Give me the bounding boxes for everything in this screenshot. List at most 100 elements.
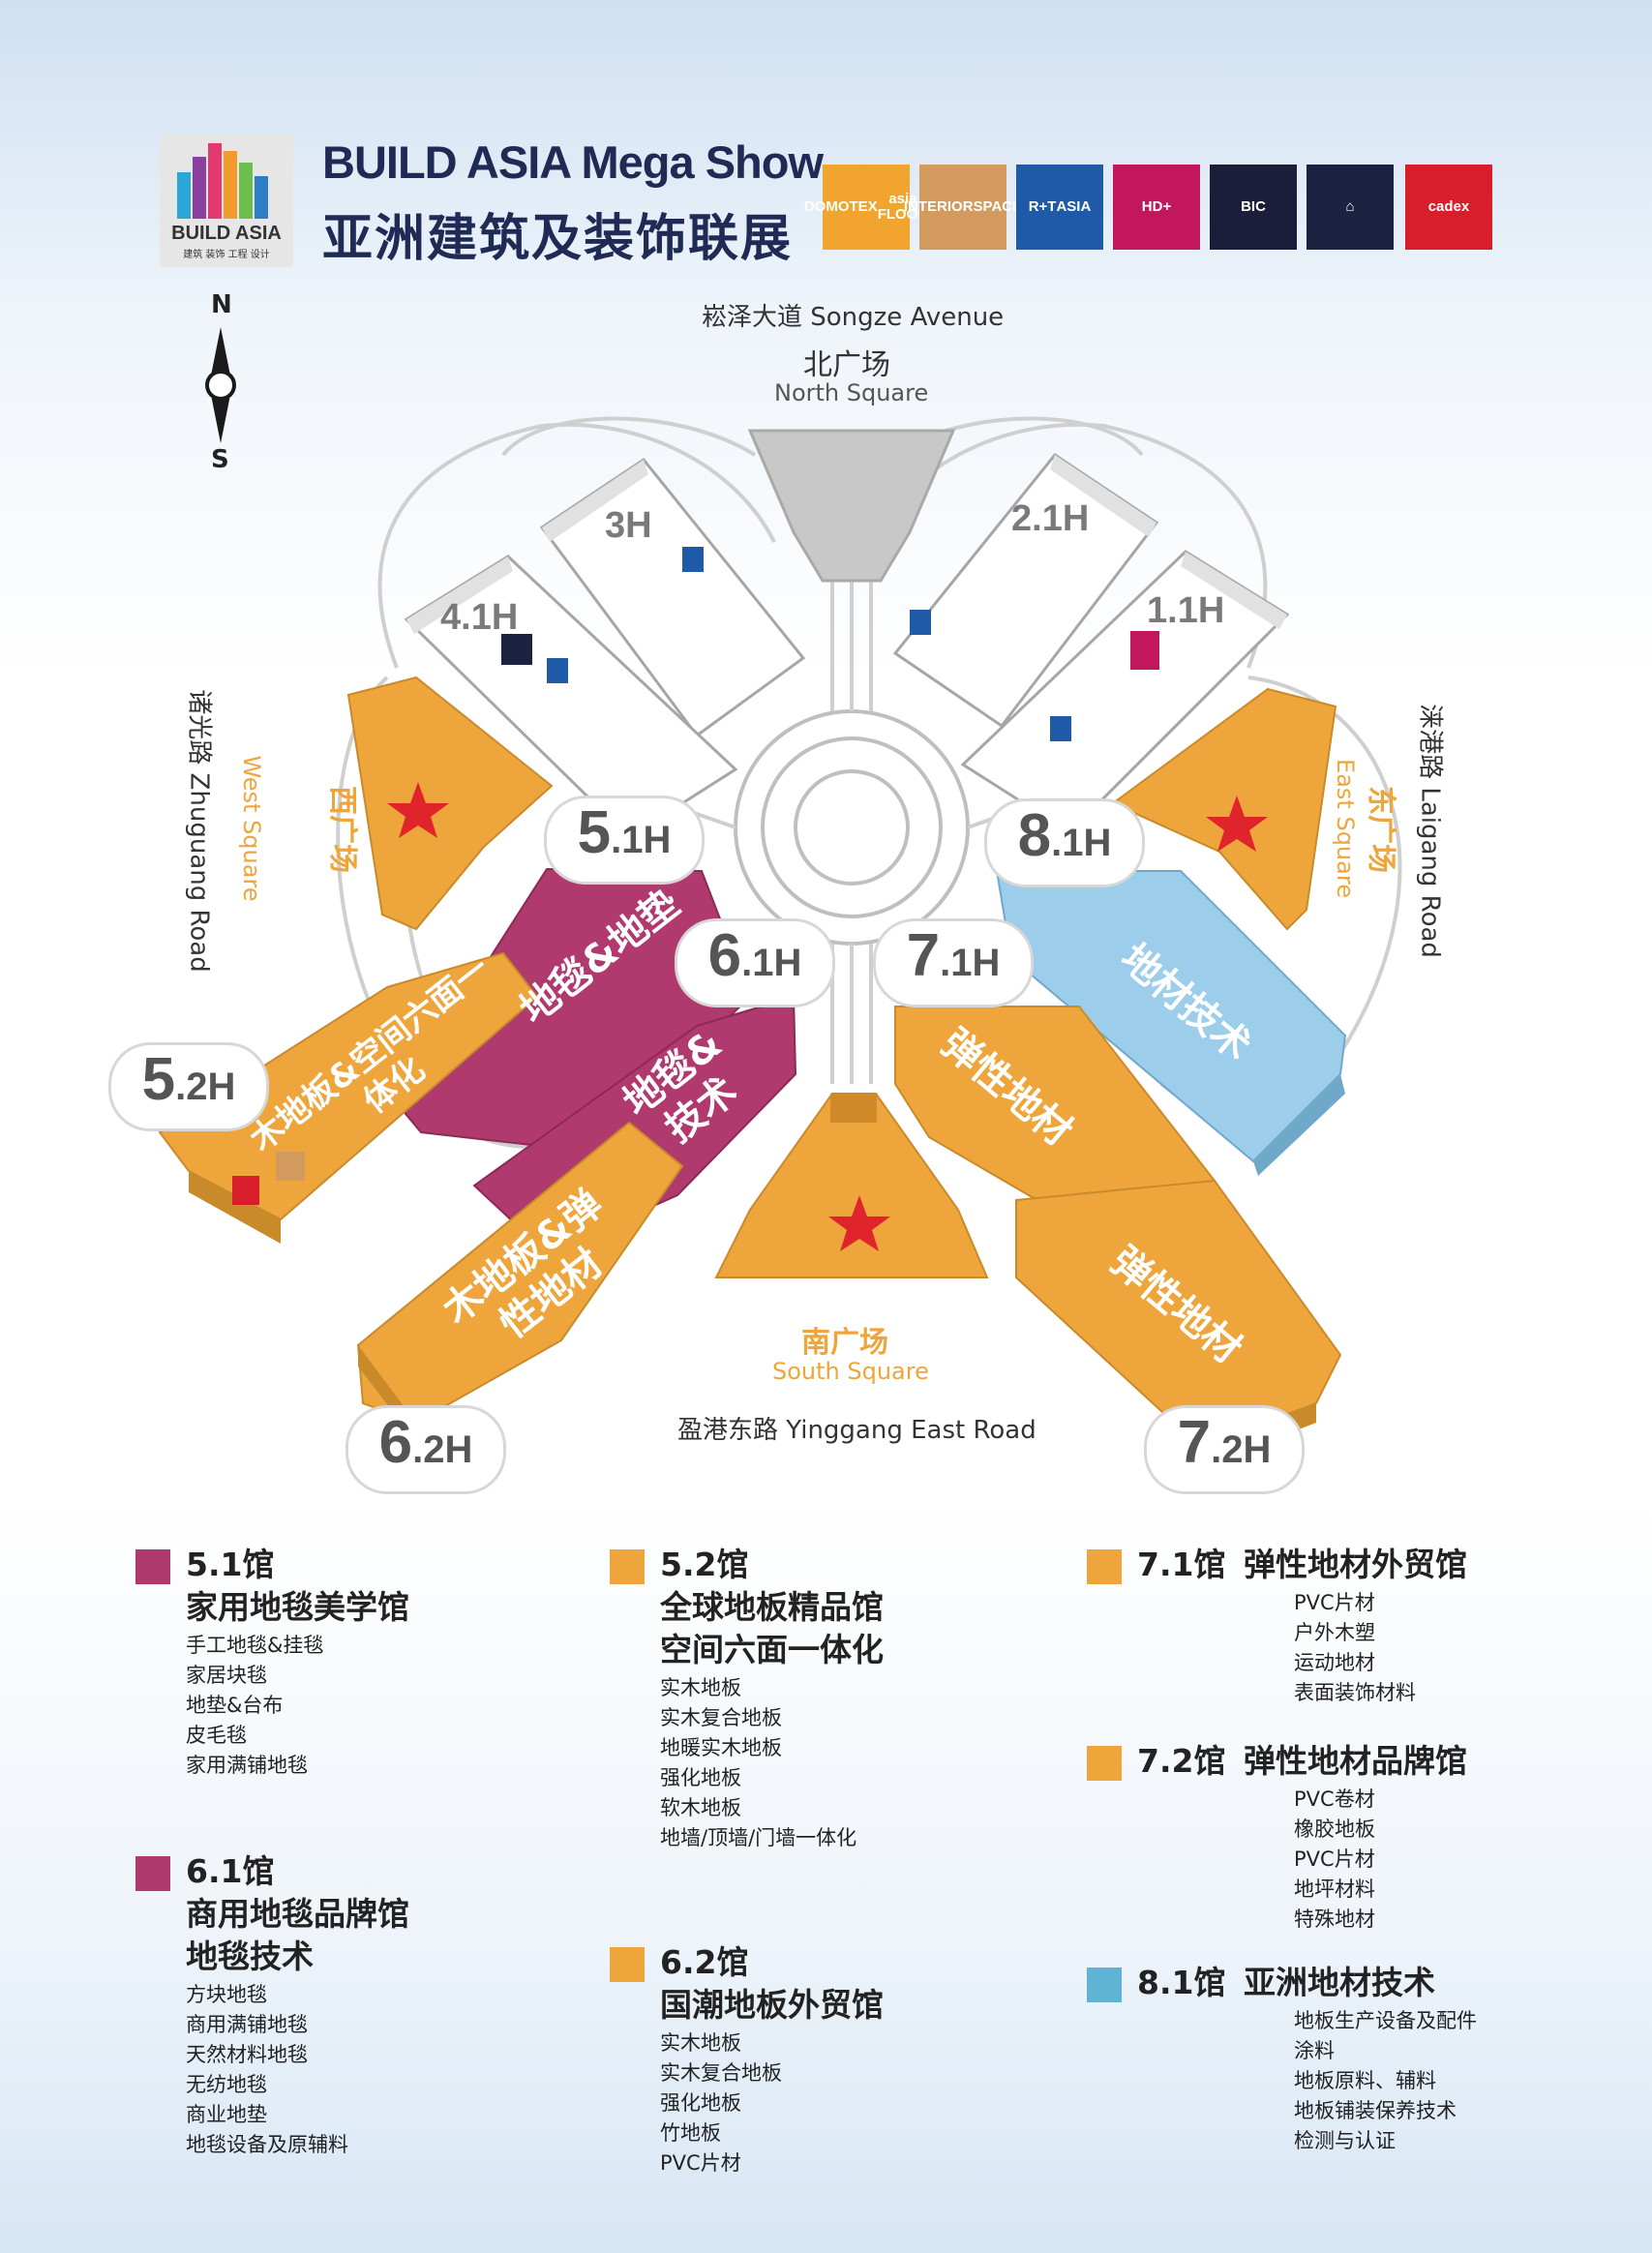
legend-hall-subtitle: 空间六面一体化	[660, 1631, 884, 1668]
legend-hall-name: 5.1馆	[186, 1546, 275, 1583]
hall-4-1h-label: 4.1H	[440, 597, 519, 638]
west-road-label: 诸光路 Zhuguang Road	[184, 689, 214, 973]
legend-hall-name: 6.2馆	[660, 1943, 749, 1981]
legend-item: 手工地毯&挂毯	[186, 1634, 324, 1657]
logo-text: BUILD ASIA	[171, 223, 282, 244]
legend-item: 地板生产设备及配件	[1294, 2009, 1477, 2032]
adf-mark-icon	[501, 634, 532, 665]
legend-item: 运动地材	[1294, 1651, 1375, 1674]
west-square-label-en: West Square	[238, 755, 265, 902]
legend-item-list: 实木地板实木复合地板地暖实木地板强化地板软木地板地墙/顶墙/门墙一体化	[660, 1673, 856, 1853]
legend-hall-title: 国潮地板外贸馆	[660, 1986, 884, 2024]
legend-hall-title: 全球地板精品馆	[660, 1588, 884, 1626]
legend-swatch	[135, 1549, 170, 1584]
logo-subtext: 建筑 装饰 工程 设计	[183, 250, 270, 260]
hall-5-2h-badge[interactable]: 5.2H	[111, 1045, 266, 1128]
legend-item: 实木复合地板	[660, 1706, 782, 1729]
legend-item: 强化地板	[660, 1766, 741, 1789]
legend-item: 涂料	[1294, 2039, 1335, 2062]
cadex-mark-icon	[232, 1176, 259, 1205]
legend-swatch	[610, 1549, 645, 1584]
legend-item: 强化地板	[660, 2091, 741, 2115]
east-road-label: 涞港路 Laigang Road	[1415, 704, 1445, 958]
hall-7-2h-badge[interactable]: 7.2H	[1147, 1408, 1302, 1491]
legend-hall-title: 商用地毯品牌馆	[186, 1895, 409, 1933]
west-square-label-zh: 西广场	[325, 786, 359, 873]
partner-logo-adf: ⌂	[1307, 165, 1394, 250]
rt-mark-icon	[547, 658, 568, 683]
hall-5-1h-badge[interactable]: 5.1H	[547, 798, 702, 882]
legend-item: 地墙/顶墙/门墙一体化	[660, 1826, 857, 1849]
hall-6-2h-block	[356, 1121, 684, 1425]
legend-item: PVC片材	[1294, 1847, 1375, 1871]
legend-item: 实木地板	[660, 1676, 741, 1699]
venue-map	[158, 416, 1402, 1468]
legend-swatch	[1087, 1549, 1122, 1584]
event-title-zh: 亚洲建筑及装饰联展	[322, 210, 794, 268]
hall-1-1h-label: 1.1H	[1147, 590, 1225, 631]
legend-item: 软木地板	[660, 1796, 741, 1819]
hall-6-1h-badge[interactable]: 6.1H	[677, 921, 832, 1005]
legend-item-list: 地板生产设备及配件涂料地板原料、辅料地板铺装保养技术检测与认证	[1294, 2006, 1477, 2156]
legend-swatch	[135, 1856, 170, 1891]
partner-logo-hd: HD+	[1113, 165, 1200, 250]
east-square-label-zh: 东广场	[1364, 786, 1397, 873]
legend-item-list: 方块地毯商用满铺地毯天然材料地毯无纺地毯商业地垫地毯设备及原辅料	[186, 1980, 348, 2160]
south-road-label: 盈港东路 Yinggang East Road	[677, 1416, 1036, 1445]
legend-item-list: 手工地毯&挂毯家居块毯地垫&台布皮毛毯家用满铺地毯	[186, 1631, 323, 1781]
north-square-label-en: North Square	[774, 379, 929, 406]
legend-item: 皮毛毯	[186, 1724, 247, 1747]
legend-hall-name: 7.1馆	[1137, 1546, 1226, 1583]
legend-item: 家用满铺地毯	[186, 1754, 308, 1777]
north-halls	[404, 452, 1290, 839]
north-square-label-zh: 北广场	[803, 348, 890, 382]
rt-mark-icon-4	[1050, 716, 1071, 741]
compass-icon	[205, 327, 236, 443]
legend-item: 商用满铺地毯	[186, 2013, 308, 2036]
event-title-en: BUILD ASIA Mega Show	[322, 136, 824, 188]
legend-swatch	[610, 1947, 645, 1982]
building-logo-icon	[177, 143, 268, 219]
legend-item: 无纺地毯	[186, 2073, 267, 2096]
legend-item: 实木地板	[660, 2031, 741, 2055]
legend-item: 方块地毯	[186, 1983, 267, 2006]
hall-8-1h-badge[interactable]: 8.1H	[987, 801, 1142, 885]
legend-item: 地板铺装保养技术	[1294, 2099, 1457, 2122]
legend-item: 地板原料、辅料	[1294, 2069, 1436, 2092]
legend-item: 表面装饰材料	[1294, 1681, 1416, 1704]
star-icon-east	[1206, 796, 1268, 852]
legend-item: 橡胶地板	[1294, 1817, 1375, 1841]
hall-6-2h-badge[interactable]: 6.2H	[348, 1408, 503, 1491]
north-square-funnel	[747, 429, 956, 583]
hall-3h-label: 3H	[605, 505, 652, 546]
legend-item: PVC片材	[1294, 1591, 1375, 1614]
hd-mark-icon	[1130, 631, 1159, 670]
partner-logo-bic: BIC	[1210, 165, 1297, 250]
rt-mark-icon-3	[910, 610, 931, 635]
legend-item-list: PVC片材户外木塑运动地材表面装饰材料	[1294, 1588, 1416, 1708]
legend-hall-name: 8.1馆	[1137, 1964, 1226, 2001]
legend-item: 地坪材料	[1294, 1878, 1375, 1901]
legend-hall-name: 7.2馆	[1137, 1742, 1226, 1780]
interior-space-mark-icon	[276, 1152, 305, 1181]
hall-2-1h-label: 2.1H	[1011, 498, 1090, 539]
legend-swatch	[1087, 1968, 1122, 2002]
build-asia-logo: BUILD ASIA 建筑 装饰 工程 设计	[160, 134, 293, 267]
hall-7-1h-badge[interactable]: 7.1H	[876, 921, 1031, 1005]
stars	[387, 782, 1268, 1251]
outline-nw	[377, 422, 776, 669]
legend-item: 户外木塑	[1294, 1621, 1375, 1644]
legend-item: PVC卷材	[1294, 1787, 1375, 1811]
hall-brand-marks	[501, 547, 1159, 741]
legend-item: 竹地板	[660, 2121, 721, 2145]
legend-item: 检测与认证	[1294, 2129, 1396, 2152]
legend-hall-subtitle: 地毯技术	[186, 1938, 314, 1975]
south-square-label-zh: 南广场	[801, 1326, 888, 1360]
south-square-label-en: South Square	[772, 1358, 929, 1385]
legend-swatch	[1087, 1746, 1122, 1781]
